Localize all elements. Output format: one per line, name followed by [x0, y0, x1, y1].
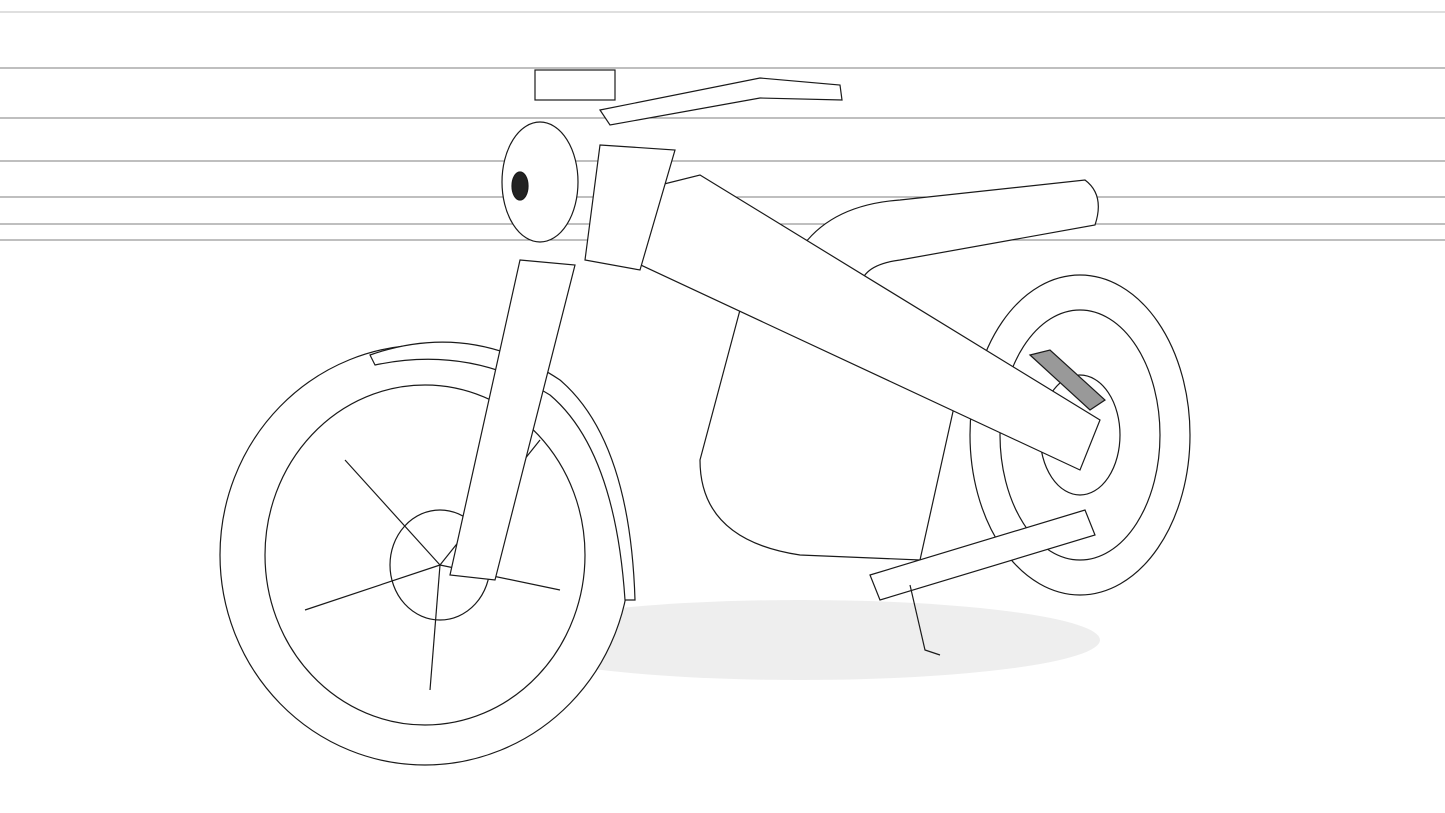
steering-head	[584, 144, 676, 271]
motorcycle	[219, 69, 1191, 766]
front-fork	[449, 259, 576, 581]
rear-shock	[1028, 349, 1106, 411]
handlebar	[599, 77, 843, 126]
lower-tube	[869, 509, 1096, 601]
ground-shadow	[500, 600, 1100, 680]
headlight	[501, 121, 579, 243]
seat	[799, 179, 1099, 301]
kickstand	[909, 584, 941, 656]
dashboard	[534, 69, 616, 101]
